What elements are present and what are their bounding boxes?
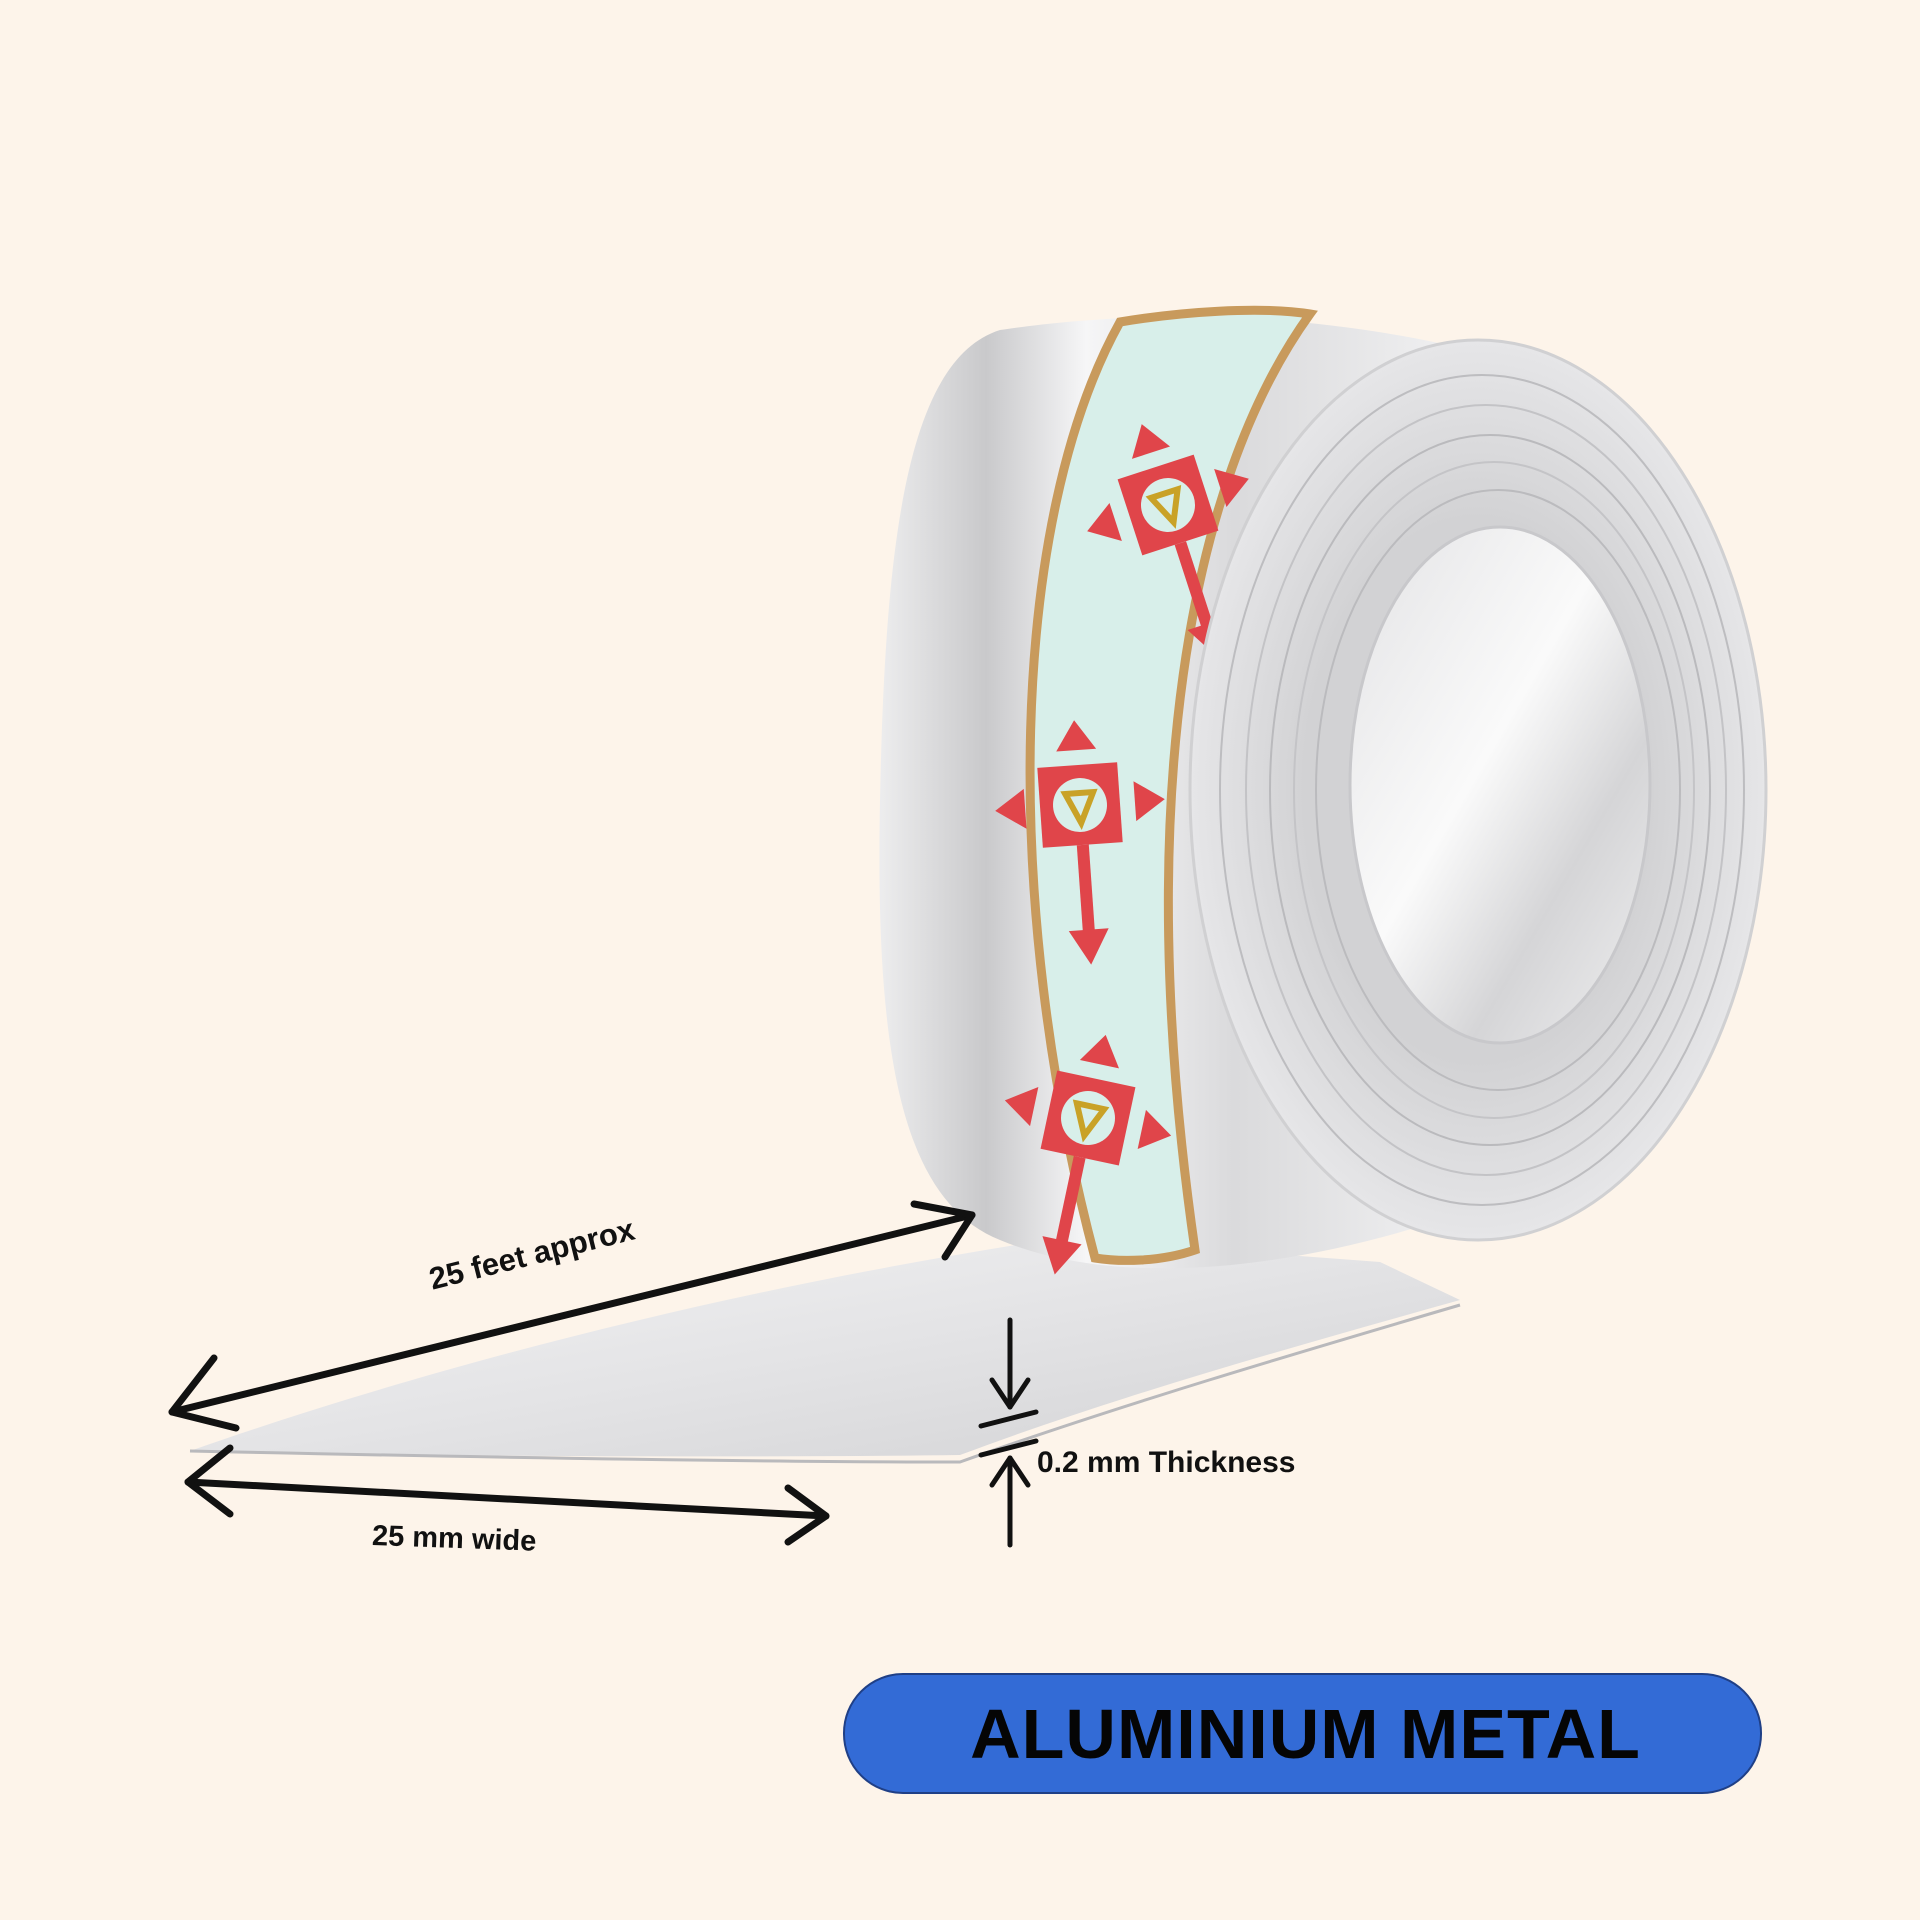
roll-label-band [1025,305,1318,1265]
material-badge-text: ALUMINIUM METAL [970,1694,1641,1773]
brand-logo-middle [995,720,1165,965]
thickness-label: 0.2 mm Thickness [1037,1446,1296,1479]
roll-core-hole [1348,525,1652,1045]
brand-logo-bottom [1004,1034,1172,1275]
thickness-dimension-arrows [978,1317,1039,1548]
unrolled-strip [189,1238,1461,1464]
width-dimension-arrow [184,1444,830,1546]
length-dimension-arrow [168,1200,976,1432]
width-label: 25 mm wide [371,1520,537,1558]
roll-end-face [1188,338,1768,1242]
material-badge: ALUMINIUM METAL [843,1673,1762,1794]
